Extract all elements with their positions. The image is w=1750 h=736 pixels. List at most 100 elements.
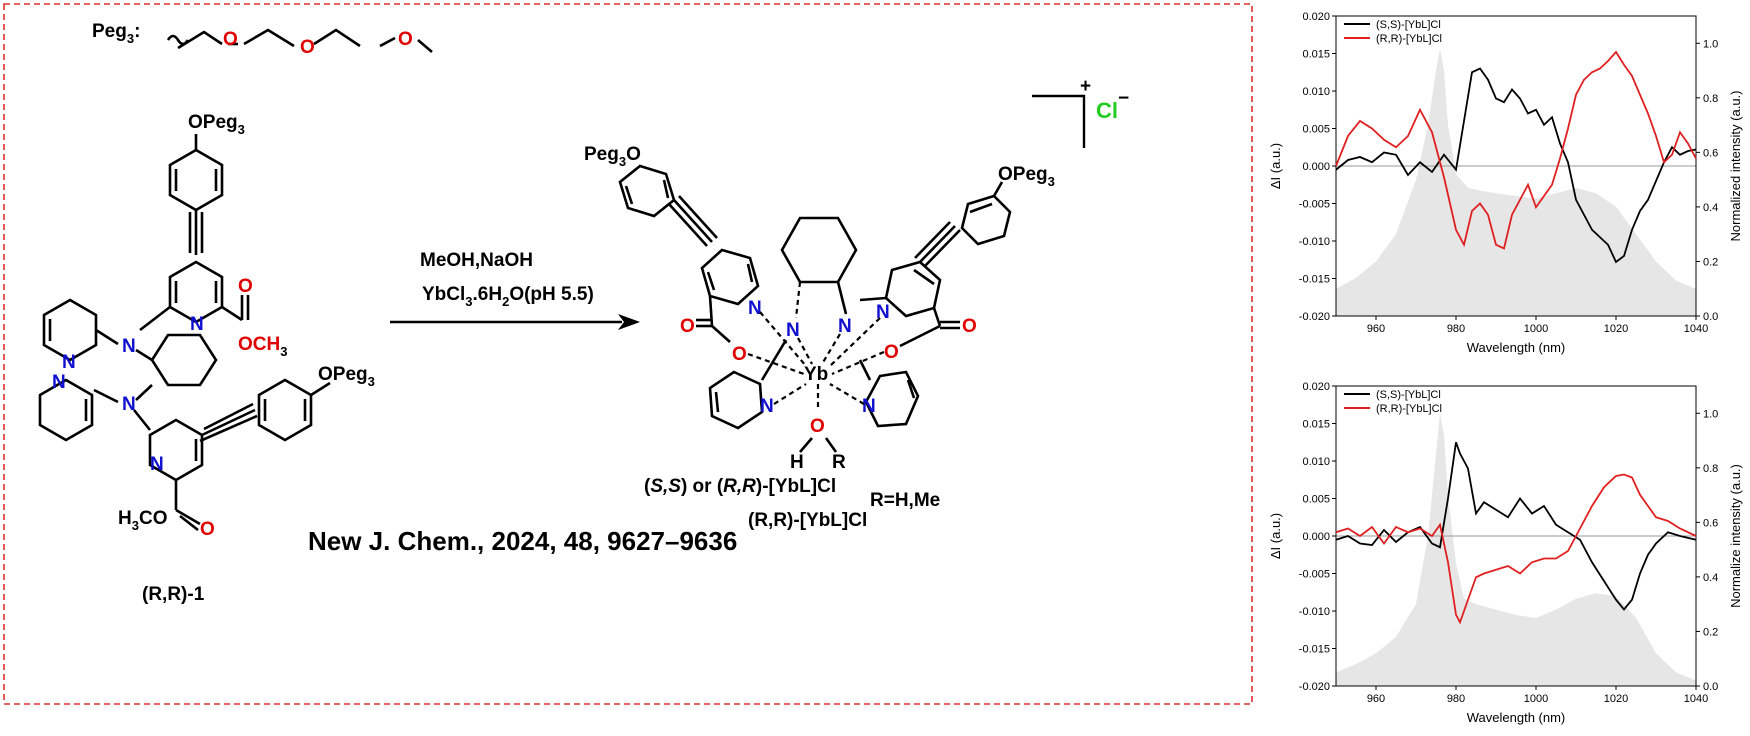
ligand-amine-n-2: N [122,394,136,415]
y-tick-label: 0.020 [1302,381,1330,393]
ligand-pyridine-n-4: N [150,454,164,475]
y-tick-label: 0.000 [1302,161,1330,173]
counter-ion: Cl [1096,98,1118,123]
complex-water-o: O [810,416,825,437]
y-axis-label: ΔI (a.u.) [1268,513,1283,559]
peg-oxygen-3: O [398,29,413,50]
emission-area [1336,48,1696,317]
y2-tick-label: 1.0 [1703,408,1718,420]
y-tick-label: -0.020 [1299,681,1330,693]
ligand-pyridine-n-2: N [62,352,76,373]
y-tick-label: -0.015 [1299,644,1330,656]
series-line-ss [1335,441,1697,611]
x-tick-label: 960 [1367,323,1385,335]
y2-tick-label: 1.0 [1703,38,1718,50]
ligand-pyridine-n-3: N [52,372,66,393]
complex-pyridine-n-lower-left: N [760,396,774,417]
reaction-scheme: Peg3: O O O OPeg3 N O OCH3 [3,3,1253,705]
reagent-line-2: YbCl3.6H2O(pH 5.5) [422,284,594,309]
x-tick-label: 1040 [1684,693,1708,705]
peg-chain: O O O [166,28,433,58]
x-tick-label: 1000 [1524,323,1548,335]
ligand-ester-o-1: O [238,276,253,297]
x-tick-label: 1040 [1684,323,1708,335]
x-tick-label: 980 [1447,323,1465,335]
x-tick-label: 1000 [1524,693,1548,705]
complex-peg-left: Peg3O [584,144,641,169]
y2-tick-label: 0.2 [1703,256,1718,268]
y2-tick-label: 0.2 [1703,626,1718,638]
peg-oxygen-2: O [300,37,315,58]
y-tick-label: 0.010 [1302,86,1330,98]
y-tick-label: -0.005 [1299,569,1330,581]
x-tick-label: 1020 [1604,693,1628,705]
y2-tick-label: 0.0 [1703,681,1718,693]
complex-carbonyl-o-right: O [962,316,977,337]
y2-tick-label: 0.4 [1703,572,1718,584]
ligand-ester-o-2: O [200,519,215,540]
complex-structure: + Cl − Peg3O N O O N N N [584,76,1129,473]
ligand-h3co: H3CO [118,508,167,533]
x-tick-label: 980 [1447,693,1465,705]
y-tick-label: 0.020 [1302,11,1330,23]
complex-pyridine-n-left: N [748,298,762,319]
x-axis-label: Wavelength (nm) [1467,710,1566,725]
complex-carboxylate-o-left: O [732,344,747,365]
ligand-label: (R,R)-1 [142,584,205,605]
cpl-chart-top: 960 980 1000 1020 1040 -0.020 -0.015 -0.010 -0.0… [1268,11,1743,355]
y-tick-label: -0.015 [1299,274,1330,286]
y-tick-label: -0.005 [1299,199,1330,211]
peg-oxygen-1: O [223,29,238,50]
complex-carbonyl-o-left: O [680,316,695,337]
y2-tick-label: 0.6 [1703,517,1718,529]
series-line-rr [1335,50,1697,250]
x-axis-label: Wavelength (nm) [1467,340,1566,355]
y2-tick-label: 0.6 [1703,147,1718,159]
legend-label: (R,R)-[YbL]Cl [1376,403,1442,415]
legend-label: (S,S)-[YbL]Cl [1376,19,1441,31]
y2-axis-label: Normalize intensity (a.u.) [1728,464,1743,608]
y-tick-label: 0.015 [1302,419,1330,431]
y-tick-label: 0.005 [1302,494,1330,506]
y-tick-label: -0.010 [1299,606,1330,618]
y-tick-label: 0.015 [1302,49,1330,61]
ligand-methyl-ester: OCH3 [238,334,287,359]
y-tick-label: 0.000 [1302,531,1330,543]
reagent-line-1: MeOH,NaOH [420,250,533,271]
legend-label: (R,R)-[YbL]Cl [1376,33,1442,45]
reaction-arrow [390,314,640,330]
r-definition: R=H,Me [870,490,940,511]
ligand-structure: OPeg3 N O OCH3 N N N [38,112,375,540]
y-tick-label: -0.020 [1299,311,1330,323]
scheme-border [3,3,1253,705]
y2-tick-label: 0.8 [1703,93,1718,105]
coordination-bonds [747,311,885,410]
complex-water-h: H [790,452,804,473]
ligand-amine-n-1: N [122,336,136,357]
series-line-ss [1335,67,1697,264]
complex-amine-n-right: N [838,316,852,337]
citation: New J. Chem., 2024, 48, 9627–9636 [308,526,737,556]
emission-area [1336,413,1696,686]
y-axis-label: ΔI (a.u.) [1268,143,1283,189]
complex-charge: + [1080,76,1091,97]
complex-peg-right: OPeg3 [998,164,1055,189]
y2-tick-label: 0.4 [1703,202,1718,214]
y2-tick-label: 0.8 [1703,463,1718,475]
complex-label: (S,S) or (R,R)-[YbL]Cl [644,476,836,497]
complex-pyridine-n-lower-right: N [862,396,876,417]
legend-label: (S,S)-[YbL]Cl [1376,389,1441,401]
complex-carboxylate-o-right: O [884,342,899,363]
complex-label-2: (R,R)-[YbL]Cl [748,510,867,531]
y-tick-label: -0.010 [1299,236,1330,248]
y-tick-label: 0.005 [1302,124,1330,136]
counter-ion-charge: − [1118,88,1129,109]
peg-label: Peg3: [92,21,140,46]
ligand-opeg-right: OPeg3 [318,364,375,389]
y2-axis-label: Normalized intensity (a.u.) [1728,91,1743,242]
x-tick-label: 1020 [1604,323,1628,335]
ligand-opeg-top: OPeg3 [188,112,245,137]
complex-metal: Yb [804,364,828,385]
complex-amine-n-left: N [786,320,800,341]
